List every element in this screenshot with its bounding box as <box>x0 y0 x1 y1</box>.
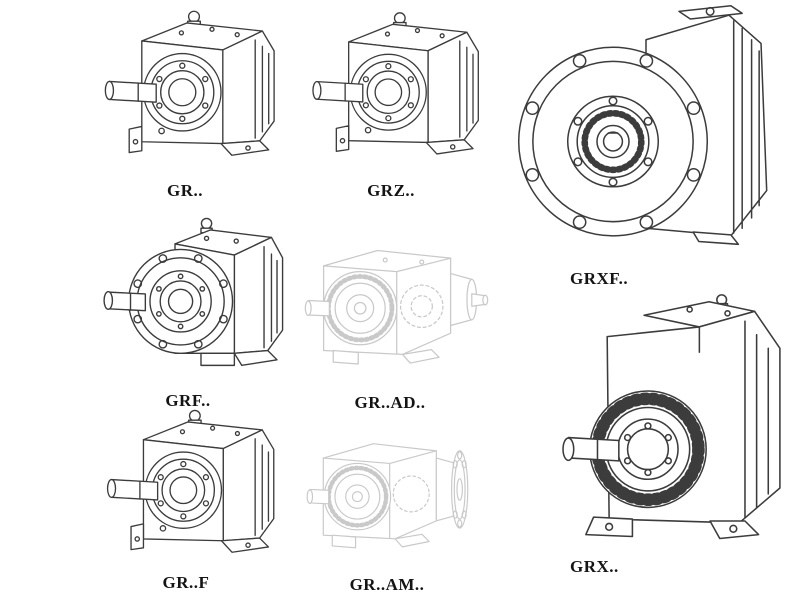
figure-gr-f: GR..F <box>88 406 284 593</box>
grz-reducer-illustration <box>294 2 488 178</box>
gr-ad-reducer-illustration <box>288 212 492 390</box>
grx-reducer-illustration <box>500 292 792 554</box>
figure-grf: GRF.. <box>86 212 290 411</box>
label-gr: GR.. <box>167 181 203 200</box>
label-gr-am: GR..AM.. <box>349 575 425 594</box>
grxf-reducer-illustration <box>500 2 792 266</box>
figure-gr-ad: GR..AD.. <box>288 212 492 413</box>
label-gr-ad: GR..AD.. <box>354 393 426 412</box>
figure-grx: GRX.. <box>500 292 792 577</box>
figure-grxf: GRXF.. <box>500 2 792 289</box>
gr-f-reducer-illustration <box>88 406 284 570</box>
label-grxf: GRXF.. <box>570 269 629 288</box>
label-gr-f: GR..F <box>162 573 210 592</box>
grf-reducer-illustration <box>86 212 290 388</box>
figure-gr: GR.. <box>86 2 284 201</box>
figure-gr-am: GR..AM.. <box>288 406 486 595</box>
label-grz: GRZ.. <box>367 181 415 200</box>
gr-am-reducer-illustration <box>288 406 486 572</box>
label-grx: GRX.. <box>570 557 619 576</box>
figure-grz: GRZ.. <box>294 2 488 201</box>
gr-reducer-illustration <box>86 2 284 178</box>
label-grf: GRF.. <box>165 391 211 410</box>
